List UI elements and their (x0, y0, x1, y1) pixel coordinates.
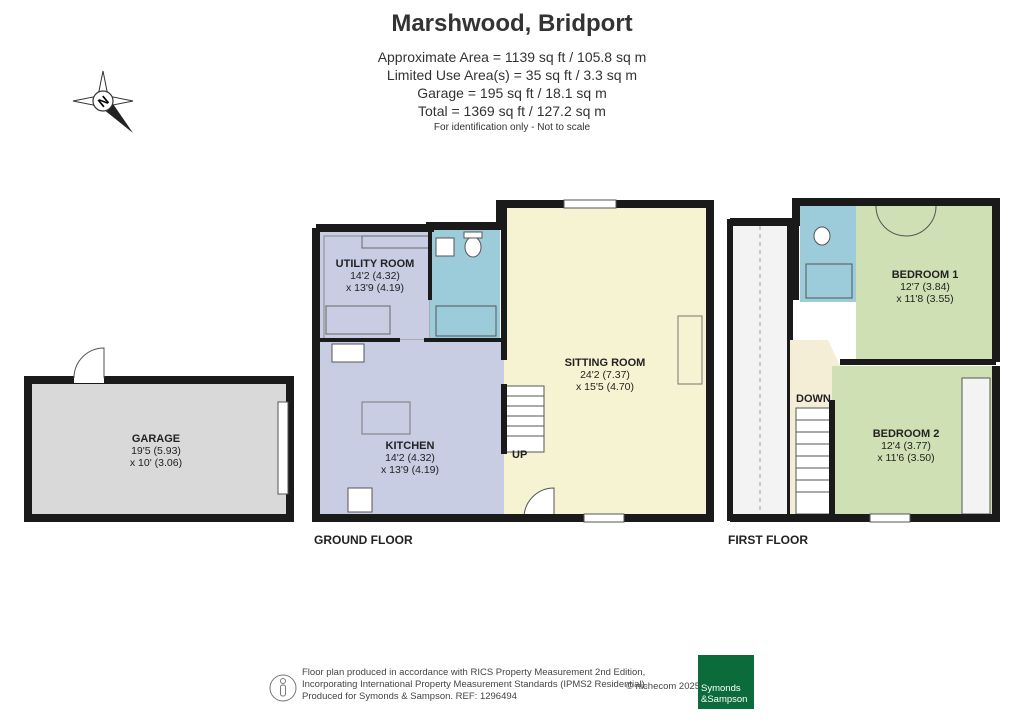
garage-name: GARAGE (131, 433, 181, 445)
sitting-room-dim2: x 15'5 (4.70) (575, 381, 635, 393)
footer-disclaimer: Floor plan produced in accordance with R… (302, 667, 647, 703)
limited-use-area-text: Limited Use Area(s) = 35 sq ft / 3.3 sq … (386, 67, 638, 83)
bedroom-1-dim2: x 11'8 (3.55) (896, 293, 954, 305)
bedroom-1-dim1: 12'7 (3.84) (900, 281, 950, 293)
footer-line-2: Incorporating International Property Mea… (302, 679, 648, 690)
bathroom (430, 228, 500, 340)
bedroom-2-name: BEDROOM 2 (872, 428, 940, 440)
garage-dim1: 19'5 (5.93) (131, 445, 181, 457)
approximate-area-text: Approximate Area = 1139 sq ft / 105.8 sq… (377, 49, 647, 65)
bedroom-1-room (856, 206, 994, 362)
logo-line-1: Symonds (701, 683, 741, 694)
sitting-room (503, 204, 710, 519)
utility-room-dim1: 14'2 (4.32) (350, 270, 400, 282)
utility-room-label: UTILITY ROOM 14'2 (4.32) x 13'9 (4.19) (320, 258, 430, 294)
symonds-sampson-logo: Symonds &Sampson (698, 655, 754, 709)
stairs-up-label: UP (512, 449, 528, 461)
sitting-room-label: SITTING ROOM 24'2 (7.37) x 15'5 (4.70) (540, 357, 670, 393)
compass-icon: N (72, 70, 134, 133)
footer-line-1: Floor plan produced in accordance with R… (302, 667, 646, 678)
stairs-down-label: DOWN (796, 393, 831, 405)
bedroom-2-wardrobe (961, 377, 991, 515)
identification-note: For identification only - Not to scale (433, 122, 591, 133)
sitting-room-window-south (583, 513, 625, 523)
bedroom-1-label: BEDROOM 1 12'7 (3.84) x 11'8 (3.55) (860, 269, 990, 305)
sitting-room-name: SITTING ROOM (564, 357, 646, 369)
garage-label: GARAGE 19'5 (5.93) x 10' (3.06) (86, 433, 226, 469)
garage-dim2: x 10' (3.06) (129, 457, 183, 469)
first-floor-walls (730, 198, 1000, 522)
utility-room-name: UTILITY ROOM (335, 258, 415, 270)
kitchen-dim2: x 13'9 (4.19) (380, 464, 440, 476)
utility-room-dim2: x 13'9 (4.19) (345, 282, 405, 294)
bedroom-2-dim1: 12'4 (3.77) (881, 440, 931, 452)
sitting-room-dim1: 24'2 (7.37) (580, 369, 630, 381)
bedroom-2-label: BEDROOM 2 12'4 (3.77) x 11'6 (3.50) (846, 428, 966, 464)
kitchen-dim1: 14'2 (4.32) (385, 452, 435, 464)
bedroom-2-dim2: x 11'6 (3.50) (877, 452, 935, 464)
copyright-text: © nichecom 2025. (626, 681, 703, 692)
kitchen-room (316, 340, 506, 518)
utility-room (316, 228, 431, 341)
ground-floor-walls (312, 200, 714, 522)
garage-room (24, 347, 294, 522)
shower-room (800, 206, 856, 302)
ground-floor-label: GROUND FLOOR (314, 533, 413, 547)
logo-line-2: &Sampson (701, 694, 748, 705)
total-area-text: Total = 1369 sq ft / 127.2 sq m (418, 103, 606, 119)
sitting-room-window (563, 199, 617, 209)
plan-title: Marshwood, Bridport (391, 10, 633, 37)
first-floor-label: FIRST FLOOR (728, 533, 808, 547)
bedroom-2-window (869, 513, 911, 523)
kitchen-label: KITCHEN 14'2 (4.32) x 13'9 (4.19) (340, 440, 480, 476)
footer-line-3: Produced for Symonds & Sampson. REF: 129… (302, 691, 517, 702)
kitchen-name: KITCHEN (385, 440, 435, 452)
bedroom-1-name: BEDROOM 1 (891, 269, 959, 281)
garage-area-text: Garage = 195 sq ft / 18.1 sq m (417, 85, 607, 101)
eaves-storage (727, 219, 793, 521)
